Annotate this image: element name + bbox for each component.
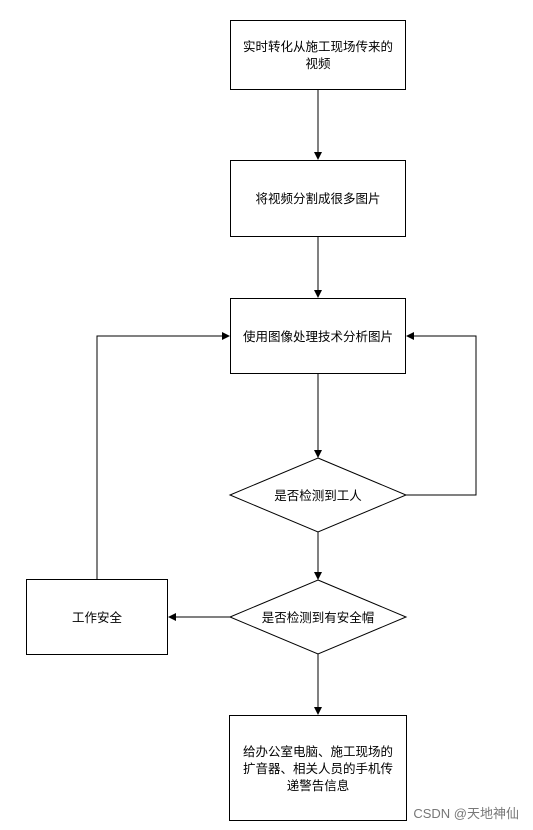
node-video-convert-label: 实时转化从施工现场传来的视频 bbox=[242, 39, 393, 71]
arrow-worker-loop-back bbox=[406, 332, 477, 496]
node-video-convert: 实时转化从施工现场传来的视频 bbox=[230, 20, 406, 90]
watermark: CSDN @天地神仙 bbox=[413, 806, 519, 821]
node-image-analysis: 使用图像处理技术分析图片 bbox=[230, 298, 406, 374]
node-split-images: 将视频分割成很多图片 bbox=[230, 160, 406, 237]
node-send-warning-label: 给办公室电脑、施工现场的扩音器、相关人员的手机传递警告信息 bbox=[242, 743, 393, 793]
node-work-safe: 工作安全 bbox=[26, 579, 168, 655]
node-detect-worker: 是否检测到工人 bbox=[230, 458, 406, 532]
node-detect-worker-label: 是否检测到工人 bbox=[274, 487, 362, 503]
node-detect-helmet: 是否检测到有安全帽 bbox=[230, 580, 406, 654]
arrow-safe-loop-back bbox=[96, 332, 230, 579]
node-split-images-label: 将视频分割成很多图片 bbox=[255, 191, 381, 206]
node-detect-helmet-label: 是否检测到有安全帽 bbox=[261, 609, 375, 625]
node-work-safe-label: 工作安全 bbox=[71, 609, 122, 625]
node-image-analysis-label: 使用图像处理技术分析图片 bbox=[242, 328, 393, 344]
node-send-warning: 给办公室电脑、施工现场的扩音器、相关人员的手机传递警告信息 bbox=[229, 715, 407, 821]
